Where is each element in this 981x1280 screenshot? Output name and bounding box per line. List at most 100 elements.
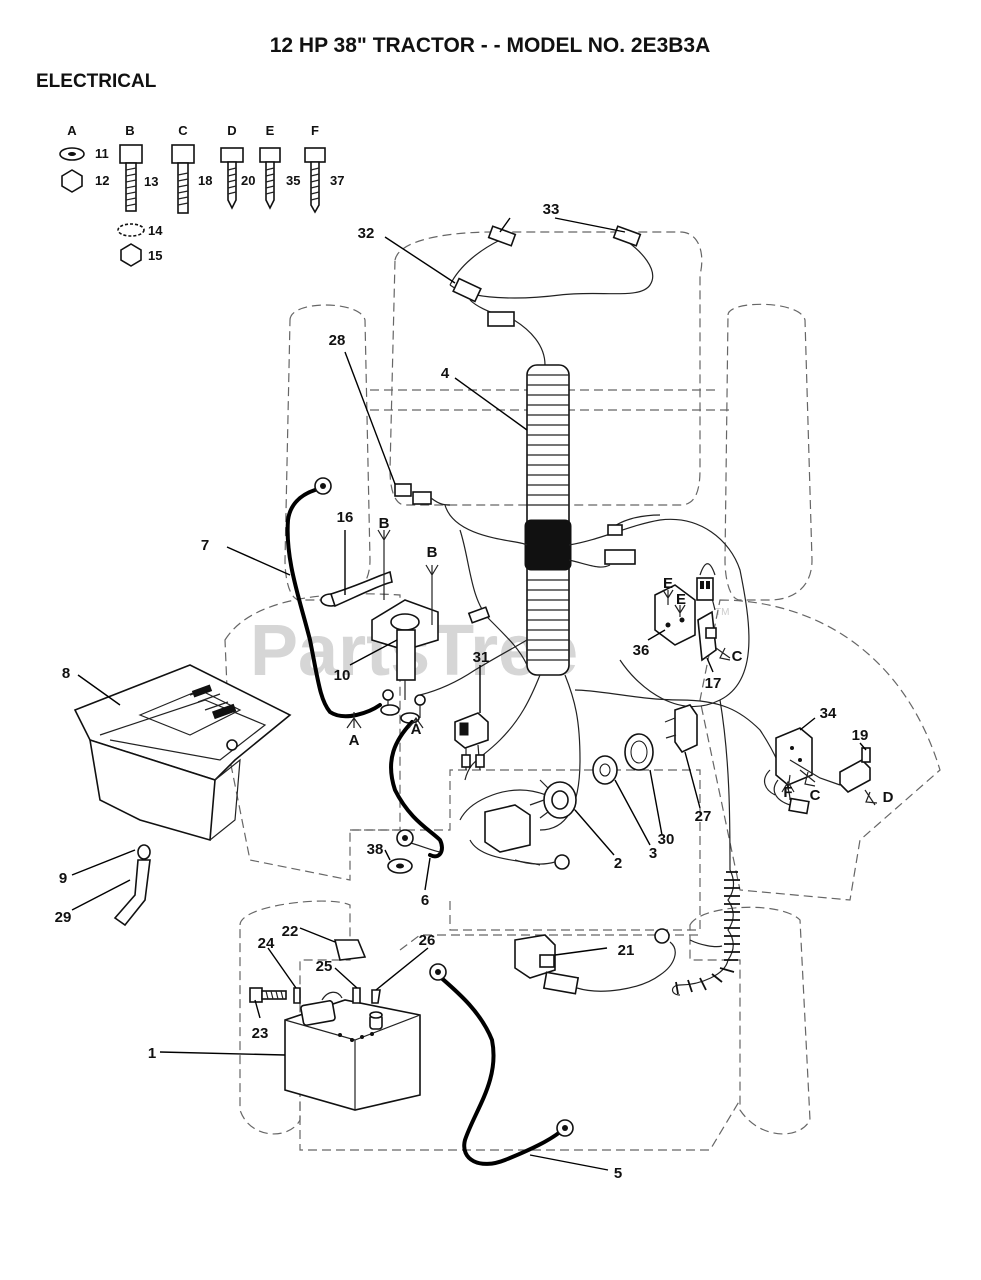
ref-b-right: B [427,544,438,561]
ground-connectors [394,483,451,506]
cable-7 [285,488,382,719]
connector-28b-icon [412,491,432,505]
callout-22: 22 [282,923,299,940]
key-part-13: 13 [144,174,158,189]
bolt-f-head-icon [304,147,326,163]
hex-nut-b-icon [120,243,142,267]
hex-nut-icon [61,169,83,193]
ring-terminal-coil-icon [654,928,670,944]
ref-a-right: A [411,721,422,738]
callout-31: 31 [473,649,490,666]
plug-36-top [696,577,714,601]
bolt-26-icon [371,989,381,1004]
callout-34: 34 [820,705,837,722]
callout-28: 28 [329,332,346,349]
callout-21: 21 [618,942,635,959]
bolt-d-head-icon [220,147,244,163]
nut-25-icon [352,987,361,1004]
harness-small-plug-icon [467,606,491,624]
battery-box [73,664,292,842]
callout-16: 16 [337,509,354,526]
harness-plug-icon [487,311,515,327]
headlight-connector-right-icon [612,225,642,247]
callout-27: 27 [695,808,712,825]
ref-d: D [883,789,894,806]
switch-31 [454,712,489,771]
callout-38: 38 [367,841,384,858]
callout-4: 4 [441,365,450,382]
key-part-15: 15 [148,248,162,263]
part-callouts: 1 2 3 4 5 6 7 8 9 10 16 17 19 21 22 23 2… [55,201,869,1182]
callout-8: 8 [62,665,70,682]
callout-33: 33 [543,201,560,218]
hardware-key: A B C D E F 11 12 13 14 15 18 20 [59,123,344,267]
ring-hole-6-icon [402,835,408,841]
harness-plug-32-icon [452,277,482,303]
terminal-cover-22-icon [333,939,367,961]
key-letter-d: D [227,123,236,138]
bracket-34 [763,727,841,815]
key-part-12: 12 [95,173,109,188]
bolt-c-shank-icon [177,162,189,214]
washer-hole-icon [68,152,76,156]
connector-28a-icon [394,483,412,497]
battery [284,991,421,1111]
key-part-14: 14 [148,223,163,238]
nut-3-hole-icon [599,763,611,777]
ring-hole-5a-icon [435,969,441,975]
cable-5 [436,973,562,1166]
coiled-cable [654,869,740,996]
ring-hole-5b-icon [562,1125,568,1131]
watermark-tm: TM [715,607,729,618]
ref-e-right: E [676,591,686,608]
callout-25: 25 [316,958,333,975]
callout-3: 3 [649,845,657,862]
callout-32: 32 [358,225,375,242]
headlight-harness [449,225,654,366]
key-letter-f: F [311,123,319,138]
key-part-11: 11 [95,146,109,161]
section-title: ELECTRICAL [36,71,157,92]
switch-27 [664,704,698,754]
callout-24: 24 [258,935,275,952]
key-letter-c: C [178,123,188,138]
callout-17: 17 [705,675,722,692]
ignition-switch-21 [514,934,676,995]
ring-hole-icon [320,483,326,489]
ref-c-bracket: C [810,787,821,804]
cable-6 [389,720,444,859]
ref-a-left: A [349,732,360,749]
key-letter-b: B [125,123,134,138]
ignition-switch-2 [529,779,577,819]
bolt-head-icon [119,144,143,164]
headlight-connector-left-icon [487,225,517,247]
page-title: 12 HP 38" TRACTOR - - MODEL NO. 2E3B3A [270,34,711,57]
callout-30: 30 [658,831,675,848]
key-letter-a: A [67,123,77,138]
callout-6: 6 [421,892,429,909]
callout-1: 1 [148,1045,156,1062]
callout-19: 19 [852,727,869,744]
key-part-18: 18 [198,173,212,188]
nut-24-icon [293,987,301,1004]
switch-19 [839,747,871,793]
ignition-module [484,804,570,870]
cable-clip-16 [320,570,393,608]
callout-29: 29 [55,909,72,926]
callout-7: 7 [201,537,209,554]
callout-10: 10 [334,667,351,684]
switch-17 [697,610,717,662]
bolt-23 [249,987,287,1003]
washer-38-hole-icon [396,863,404,869]
ref-e-left: E [663,575,673,592]
ref-c-right: C [732,648,743,665]
ref-b-left: B [379,515,390,532]
lock-washer-icon [117,223,145,237]
harness-plug-mid-icon [604,549,636,565]
harness-clip-icon [607,524,623,536]
callout-23: 23 [252,1025,269,1042]
bezel-30-inner-icon [630,740,648,764]
bolt-e-head-icon [259,147,281,163]
wire-conduit [524,364,572,676]
